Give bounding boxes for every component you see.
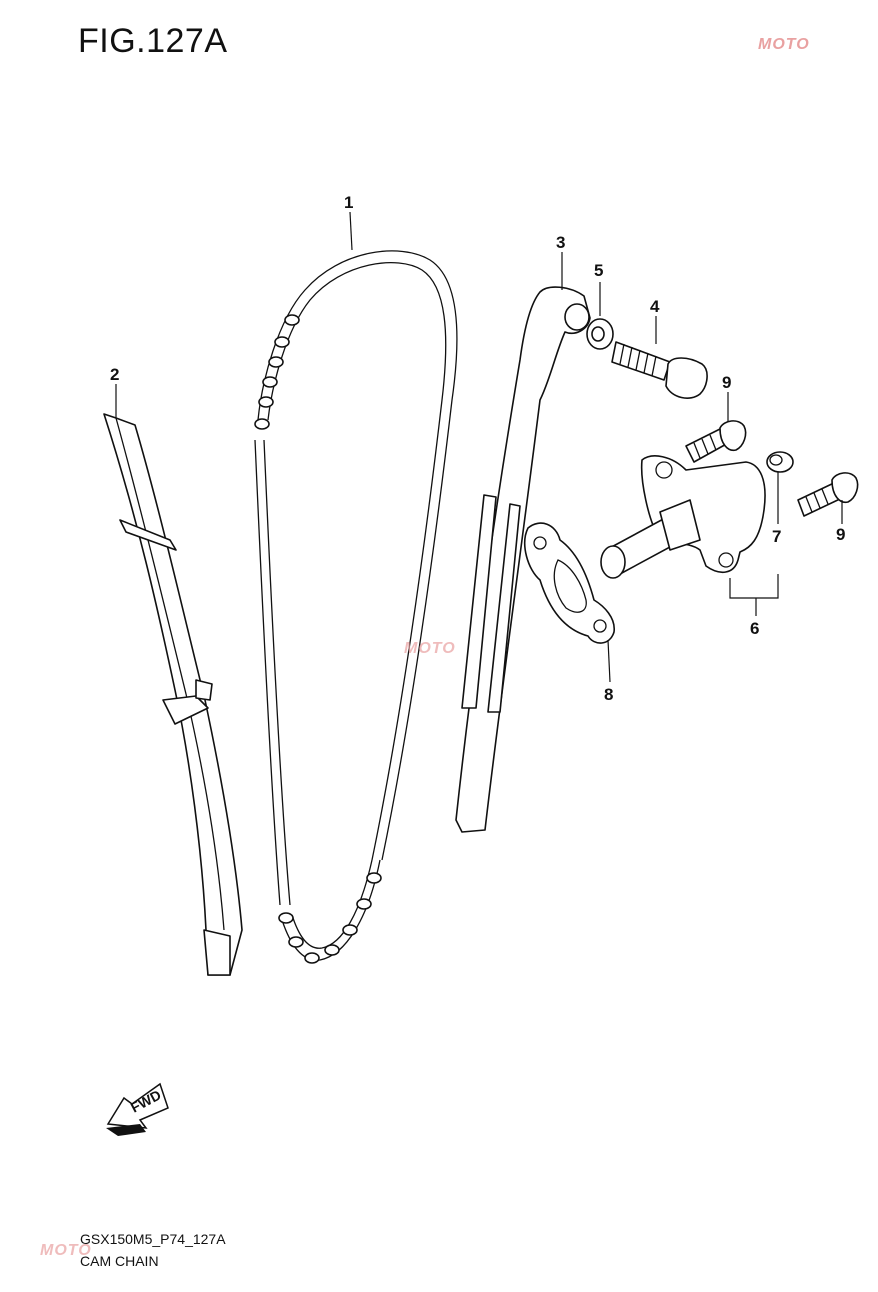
figure-title: FIG.127A [78, 22, 228, 60]
tensioner-bolt-left-part-9 [685, 420, 747, 463]
callout-9-right: 9 [836, 525, 845, 544]
chain-guide-part-2 [103, 413, 243, 976]
tensioner-bolt-right-part-9 [797, 472, 859, 517]
callout-4: 4 [650, 297, 660, 316]
callout-5: 5 [594, 261, 603, 280]
callout-7: 7 [772, 527, 781, 546]
figure-code: GSX150M5_P74_127A [80, 1231, 226, 1247]
washer-part-5 [586, 318, 614, 350]
callout-3: 3 [556, 233, 565, 252]
watermark-logo-bottom: MOTO [40, 1242, 92, 1259]
chain-links-lower [278, 872, 382, 964]
callout-1: 1 [344, 193, 353, 212]
tensioner-assembly-part-6 [600, 455, 766, 579]
figure-footer: GSX150M5_P74_127A CAM CHAIN [80, 1228, 226, 1272]
watermark-logo-center: MOTO [404, 640, 456, 657]
cap-part-7 [766, 451, 794, 473]
watermark-logo-top: MOTO [758, 36, 810, 53]
callout-9-left: 9 [722, 373, 731, 392]
tensioner-arm-part-3 [455, 286, 591, 833]
callout-6: 6 [750, 619, 759, 638]
chain-links-upper [254, 314, 300, 430]
callout-2: 2 [110, 365, 119, 384]
figure-name: CAM CHAIN [80, 1253, 159, 1269]
leader-lines [115, 211, 843, 683]
cam-chain-part-1 [254, 250, 458, 964]
pivot-bolt-part-4 [611, 341, 708, 399]
gasket-part-8 [524, 522, 615, 644]
forward-direction-arrow: FWD [106, 1082, 169, 1136]
callout-8: 8 [604, 685, 613, 704]
